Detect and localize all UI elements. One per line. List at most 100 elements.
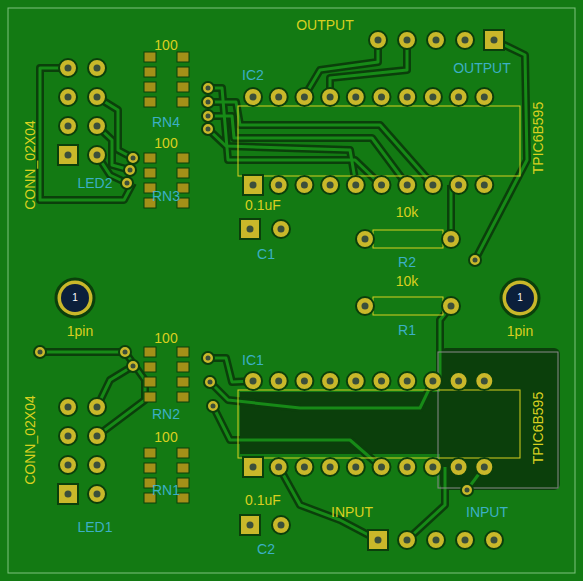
- via: [202, 352, 214, 364]
- board-edge: [8, 8, 575, 573]
- pad: [450, 88, 468, 106]
- smd-pad: [144, 377, 156, 387]
- via: [202, 123, 214, 135]
- pad: [347, 372, 365, 390]
- drill: [250, 464, 257, 471]
- reference: R1: [398, 323, 416, 337]
- pad: [373, 176, 391, 194]
- smd-pad: [144, 97, 156, 107]
- drill: [123, 350, 128, 355]
- smd-pad: [144, 463, 156, 473]
- drill: [94, 94, 101, 101]
- pad: [450, 176, 468, 194]
- pad: [243, 457, 263, 477]
- pad: [240, 219, 260, 239]
- drill: [250, 378, 257, 385]
- part-value: CONN_02X04: [23, 120, 37, 210]
- drill: [404, 464, 411, 471]
- drill: [429, 182, 436, 189]
- smd-pad: [144, 448, 156, 458]
- drill: [65, 123, 72, 130]
- pad: [373, 458, 391, 476]
- drill: [301, 464, 308, 471]
- pad: [59, 398, 77, 416]
- drill: [429, 378, 436, 385]
- drill: [491, 537, 498, 544]
- drill: [378, 378, 385, 385]
- drill: [206, 127, 211, 132]
- reference: C2: [257, 542, 275, 556]
- drill: [65, 462, 72, 469]
- part-value: 0.1uF: [245, 198, 281, 212]
- part-value: TPIC6B595: [531, 392, 545, 464]
- mounting-hole-drill: [506, 284, 534, 312]
- smd-pad: [177, 168, 189, 178]
- track: [440, 306, 451, 381]
- pad: [88, 485, 106, 503]
- drill: [455, 94, 462, 101]
- pad: [88, 456, 106, 474]
- smd-pad: [144, 82, 156, 92]
- part-value: 0.1uF: [245, 493, 281, 507]
- pad: [272, 220, 290, 238]
- drill: [301, 378, 308, 385]
- track: [208, 102, 433, 185]
- pad: [356, 230, 374, 248]
- smd-pad: [177, 463, 189, 473]
- smd-pad: [177, 97, 189, 107]
- track: [40, 68, 133, 200]
- pad: [450, 372, 468, 390]
- drill: [275, 94, 282, 101]
- drill: [352, 182, 359, 189]
- track: [304, 40, 378, 97]
- pad: [424, 372, 442, 390]
- pad: [456, 31, 474, 49]
- drill: [404, 94, 411, 101]
- via: [124, 164, 136, 176]
- track: [279, 467, 378, 540]
- via: [121, 177, 133, 189]
- drill: [404, 378, 411, 385]
- drill: [375, 537, 382, 544]
- pad: [88, 59, 106, 77]
- drill: [455, 378, 462, 385]
- drill: [128, 168, 133, 173]
- drill: [327, 378, 334, 385]
- drill: [352, 94, 359, 101]
- drill: [65, 491, 72, 498]
- via: [469, 254, 481, 266]
- reference: C1: [257, 247, 275, 261]
- part-value: 10k: [396, 274, 419, 288]
- mounting-hole-drill: [61, 284, 89, 312]
- net-label: INPUT: [331, 505, 373, 519]
- drill: [206, 114, 211, 119]
- drill: [375, 37, 382, 44]
- pad: [59, 456, 77, 474]
- drill: [352, 464, 359, 471]
- pad: [398, 176, 416, 194]
- drill: [404, 37, 411, 44]
- tracks: [40, 40, 527, 540]
- track: [97, 352, 145, 436]
- pad: [321, 458, 339, 476]
- part-value: 100: [154, 38, 177, 52]
- track: [40, 348, 125, 356]
- pad: [244, 372, 262, 390]
- pad: [58, 145, 78, 165]
- pad: [398, 372, 416, 390]
- via: [127, 152, 139, 164]
- pad: [450, 458, 468, 476]
- track: [440, 306, 451, 381]
- net-label: OUTPUT: [453, 61, 511, 75]
- drill: [301, 94, 308, 101]
- track: [40, 68, 133, 200]
- pad: [427, 531, 445, 549]
- drill: [378, 94, 385, 101]
- drill: [455, 464, 462, 471]
- pad: [272, 516, 290, 534]
- pad: [295, 176, 313, 194]
- track: [304, 40, 378, 97]
- drill: [275, 464, 282, 471]
- pad: [347, 88, 365, 106]
